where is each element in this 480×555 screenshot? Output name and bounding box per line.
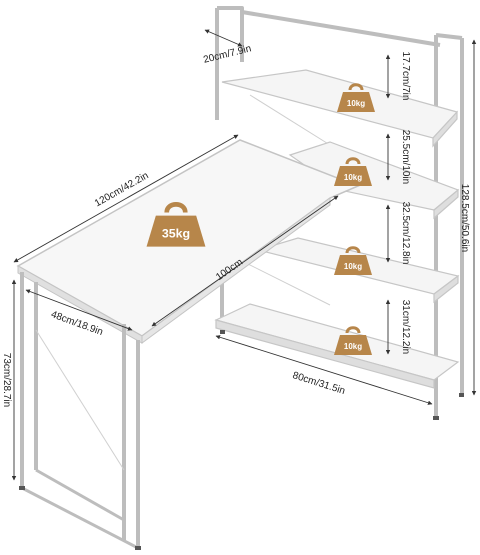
desk-foot — [135, 546, 141, 550]
weight-badge-shelf-2: 10kg — [332, 157, 374, 188]
label-gap-second: 25.5cm/10in — [400, 130, 411, 184]
label-gap-top: 17.7cm/7in — [400, 52, 411, 101]
dim-line-shelf-depth — [204, 29, 243, 47]
desk-cross-brace — [35, 329, 125, 471]
tower-foot — [459, 393, 464, 397]
tower-foot — [433, 416, 439, 420]
label-gap-third: 32.5cm/12.8in — [400, 202, 411, 265]
weight-label-shelf-4: 10kg — [344, 342, 362, 351]
dimension-lines — [11, 29, 477, 481]
weight-label-shelf-3: 10kg — [344, 262, 362, 271]
shelf-1-edge — [432, 110, 458, 148]
label-desk-height: 73cm/28.7in — [1, 353, 12, 407]
weight-badge-shelf-4: 10kg — [332, 326, 374, 357]
dim-line-desk-length — [13, 134, 239, 263]
label-shelf-depth: 20cm/7.9in — [202, 43, 252, 66]
dim-line-shelf-width — [215, 335, 433, 405]
tower-foot — [220, 330, 225, 334]
tower-top-rail — [241, 10, 441, 47]
shelf-4 — [214, 303, 460, 381]
weight-label-desk: 35kg — [162, 226, 190, 240]
desk-foot — [19, 486, 25, 490]
label-total-height: 128.5cm/50.6in — [459, 184, 470, 252]
weight-badge-shelf-1: 10kg — [335, 83, 377, 114]
weight-badge-shelf-3: 10kg — [332, 246, 374, 277]
weight-label-shelf-1: 10kg — [347, 99, 365, 108]
weight-label-shelf-2: 10kg — [344, 173, 362, 182]
desk-foot-rail — [21, 486, 139, 550]
shelf-2-edge — [433, 188, 459, 220]
tower-front-top — [435, 33, 463, 40]
shelf-3-edge — [433, 274, 459, 304]
dim-line-desk-inner-length — [151, 195, 339, 327]
dim-line-desk-width — [25, 289, 133, 331]
weight-badge-desk: 35kg — [147, 204, 206, 246]
label-gap-bottom: 31cm/12.2in — [400, 300, 411, 354]
desk-foot-rail-back — [35, 468, 125, 522]
